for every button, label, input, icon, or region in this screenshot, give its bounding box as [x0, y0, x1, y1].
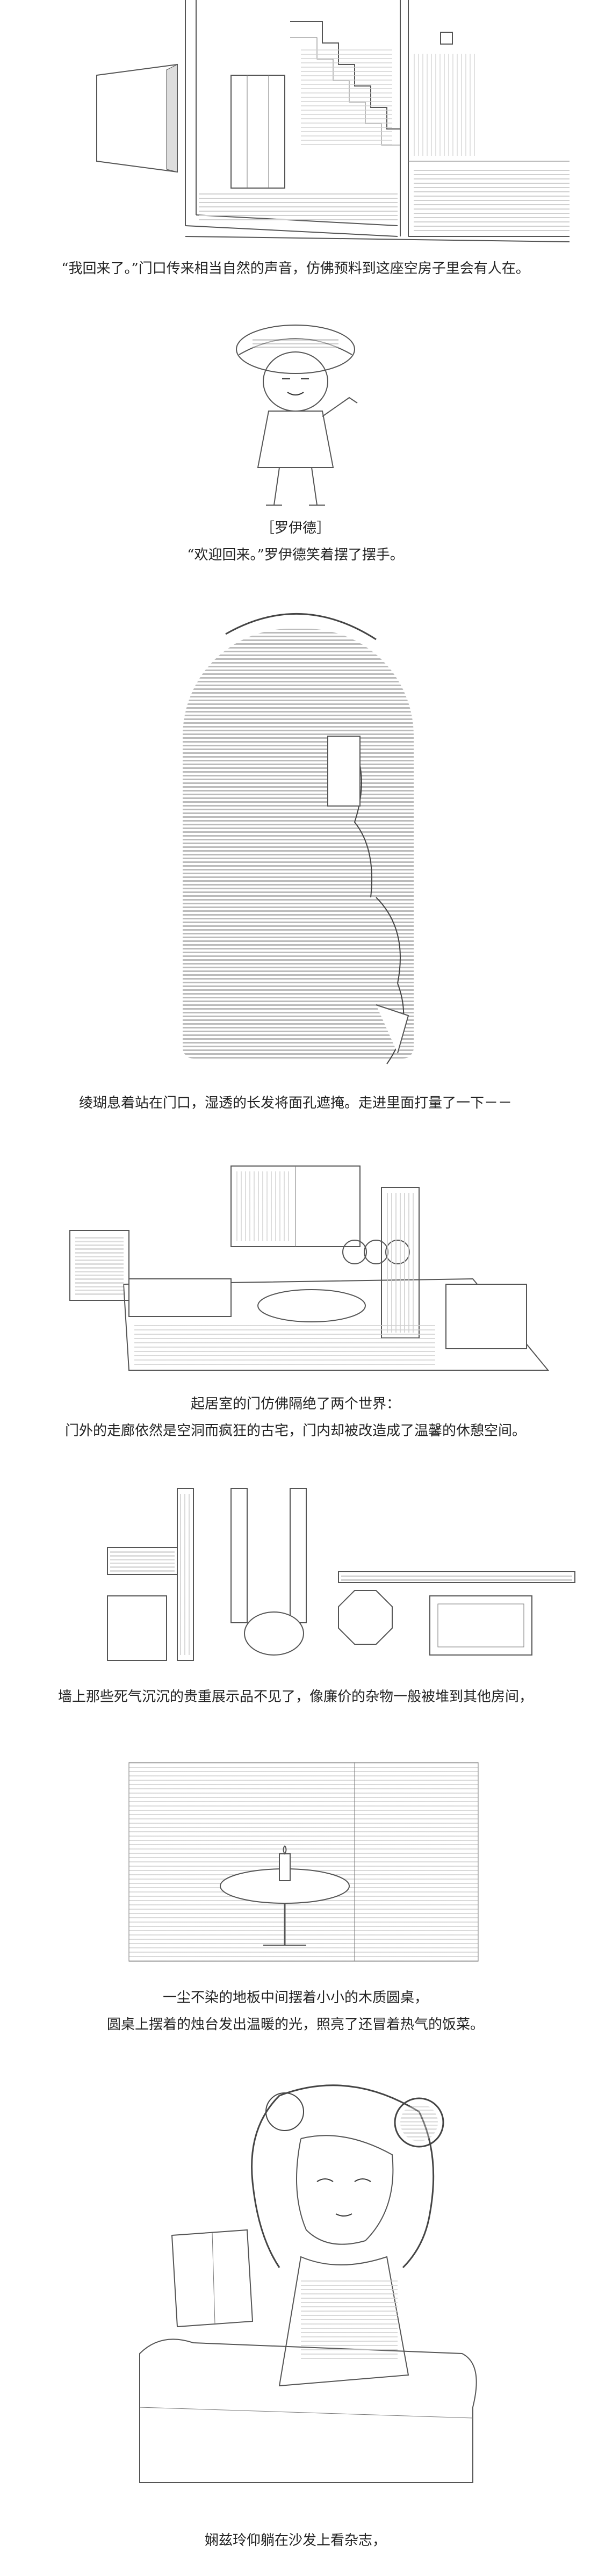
caption-4a: 起居室的门仿佛隔绝了两个世界：	[190, 1396, 400, 1412]
shelf-top-shading	[341, 1573, 572, 1581]
frame-top-shading	[110, 1550, 175, 1572]
caption-6a: 一尘不染的地板中间摆着小小的木质圆桌，	[162, 1990, 428, 2006]
dining-table-art	[128, 1762, 479, 1962]
floor-shading	[134, 1322, 435, 1365]
panel-girl-on-sofa	[0, 2074, 591, 2525]
panel-dining-table	[0, 1752, 591, 1977]
caption-2: “欢迎回来。”罗伊德笑着摆了摆手。	[187, 547, 404, 563]
hallway-shading	[199, 193, 398, 220]
caption-4b: 门外的走廊依然是空洞而疯狂的古宅，门内却被改造成了温馨的休憩空间。	[64, 1423, 526, 1439]
panel-discarded-items	[0, 1483, 591, 1676]
wall-shading	[414, 54, 478, 156]
column-shading	[180, 1494, 191, 1655]
hair-bun-shading	[400, 2104, 438, 2141]
corridor-shading	[414, 167, 570, 231]
caption-5: 墙上那些死气沉沉的贵重展示品不见了，像廉价的杂物一般被堆到其他房间，	[57, 1689, 533, 1705]
stair-shading	[301, 48, 392, 145]
hat-shading	[253, 339, 338, 348]
cabinet-shading	[75, 1236, 124, 1295]
girl-sofa-art	[139, 2084, 477, 2483]
caption-7: 娴兹玲仰躺在沙发上看杂志，	[204, 2532, 386, 2549]
shirt-shading	[301, 2278, 398, 2359]
caption-3: 绫瑚息着站在门口，湿透的长发将面孔遮掩。走进里面打量了一下－－	[78, 1095, 512, 1111]
girl-figure-art	[225, 613, 409, 1064]
living-room-art	[69, 1165, 550, 1371]
shelf-shading	[387, 1193, 414, 1333]
curtain-shading	[236, 1171, 290, 1241]
hair-shading	[183, 629, 414, 1059]
caption-6b: 圆桌上摆着的烛台发出温暖的光，照亮了还冒着热气的饭菜。	[106, 2017, 484, 2033]
caption-1: “我回来了。”门口传来相当自然的声音，仿佛预料到这座空房子里会有人在。	[61, 261, 530, 277]
discarded-items-art	[107, 1488, 575, 1661]
panel-hallway-stairs	[0, 0, 591, 253]
panel-long-hair-girl	[0, 596, 591, 1080]
panel-lloyd	[0, 312, 591, 516]
room-shading	[129, 1762, 478, 1961]
panel-living-room	[0, 1145, 591, 1381]
speaker-name-lloyd: ［罗伊德］	[260, 520, 330, 536]
